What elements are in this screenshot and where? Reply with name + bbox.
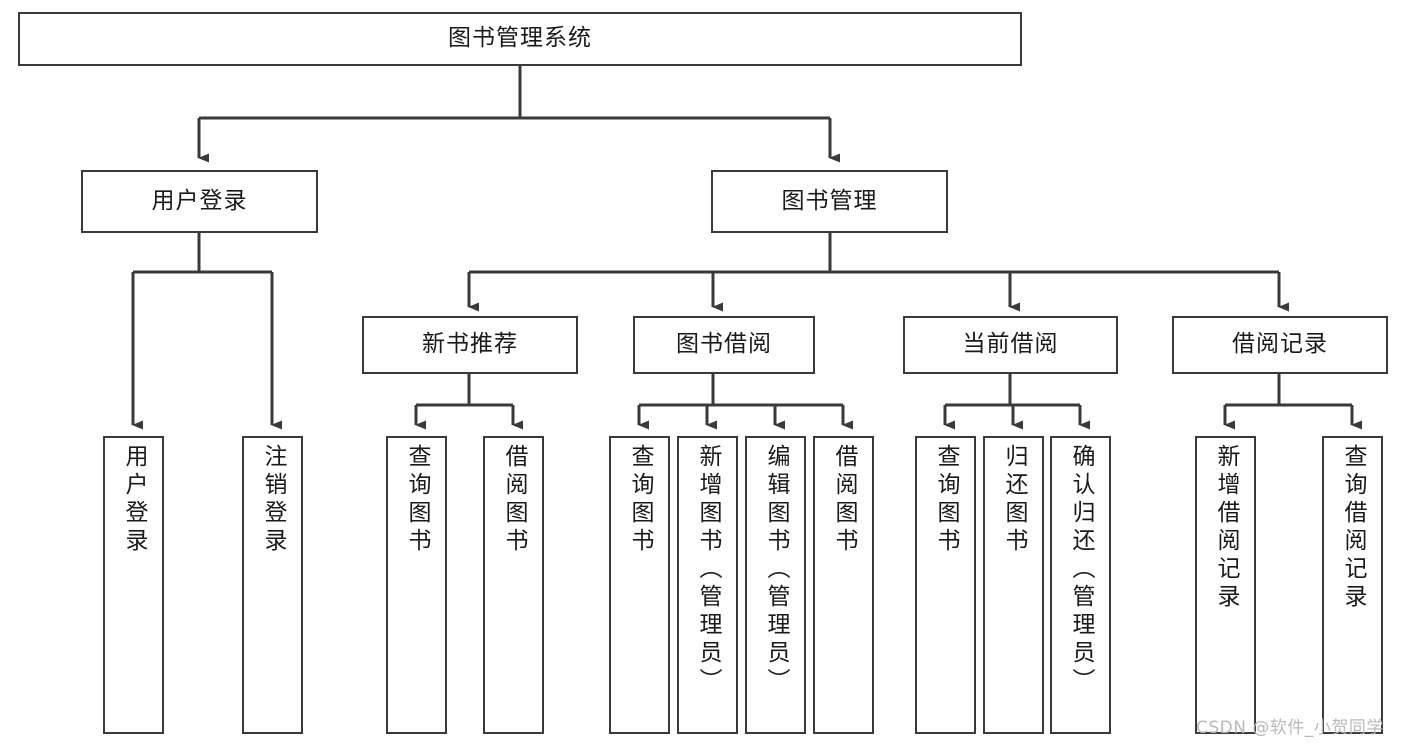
node-user-login[interactable]: 用户登录 (81, 170, 318, 233)
leaf-query-book-3[interactable]: 查询图书 (915, 436, 976, 734)
node-root[interactable]: 图书管理系统 (18, 12, 1022, 66)
leaf-query-record[interactable]: 查询借阅记录 (1322, 436, 1383, 734)
leaf-add-record[interactable]: 新增借阅记录 (1195, 436, 1256, 734)
node-root-label: 图书管理系统 (448, 25, 592, 52)
leaf-borrow-book-1[interactable]: 借阅图书 (483, 436, 544, 734)
leaf-edit-book[interactable]: 编辑图书（管理员） (745, 436, 806, 734)
node-borrow-record-label: 借阅记录 (1232, 331, 1328, 358)
node-user-login-label: 用户登录 (151, 187, 248, 214)
leaf-add-record-label: 新增借阅记录 (1213, 444, 1239, 612)
leaf-user-login-label: 用户登录 (121, 444, 147, 556)
leaf-add-book[interactable]: 新增图书（管理员） (677, 436, 738, 734)
node-current-borrow-label: 当前借阅 (962, 331, 1059, 358)
leaf-edit-book-label: 编辑图书（管理员） (763, 444, 789, 696)
leaf-query-book-2[interactable]: 查询图书 (609, 436, 670, 734)
leaf-query-book-3-label: 查询图书 (933, 444, 959, 556)
leaf-query-book-1-label: 查询图书 (404, 444, 430, 556)
leaf-query-record-label: 查询借阅记录 (1340, 444, 1366, 612)
leaf-borrow-book-2[interactable]: 借阅图书 (813, 436, 874, 734)
leaf-logout-login[interactable]: 注销登录 (242, 436, 303, 734)
leaf-query-book-2-label: 查询图书 (627, 444, 653, 556)
leaf-confirm-return-label: 确认归还（管理员） (1068, 444, 1094, 696)
leaf-borrow-book-2-label: 借阅图书 (831, 444, 857, 556)
leaf-borrow-book-1-label: 借阅图书 (501, 444, 527, 556)
node-new-book-recommend[interactable]: 新书推荐 (362, 316, 578, 374)
leaf-return-book[interactable]: 归还图书 (983, 436, 1044, 734)
node-book-borrow[interactable]: 图书借阅 (633, 316, 815, 374)
node-book-management-label: 图书管理 (781, 187, 878, 214)
leaf-add-book-label: 新增图书（管理员） (695, 444, 721, 696)
node-book-borrow-label: 图书借阅 (676, 331, 772, 358)
leaf-return-book-label: 归还图书 (1001, 444, 1027, 556)
leaf-user-login[interactable]: 用户登录 (103, 436, 164, 734)
leaf-logout-login-label: 注销登录 (260, 444, 286, 556)
node-borrow-record[interactable]: 借阅记录 (1172, 316, 1388, 374)
leaf-query-book-1[interactable]: 查询图书 (386, 436, 447, 734)
node-current-borrow[interactable]: 当前借阅 (903, 316, 1118, 374)
node-new-book-recommend-label: 新书推荐 (422, 331, 518, 358)
leaf-confirm-return[interactable]: 确认归还（管理员） (1050, 436, 1111, 734)
csdn-watermark: CSDN @软件_小贺同学 (1196, 718, 1384, 738)
node-book-management[interactable]: 图书管理 (711, 170, 948, 233)
